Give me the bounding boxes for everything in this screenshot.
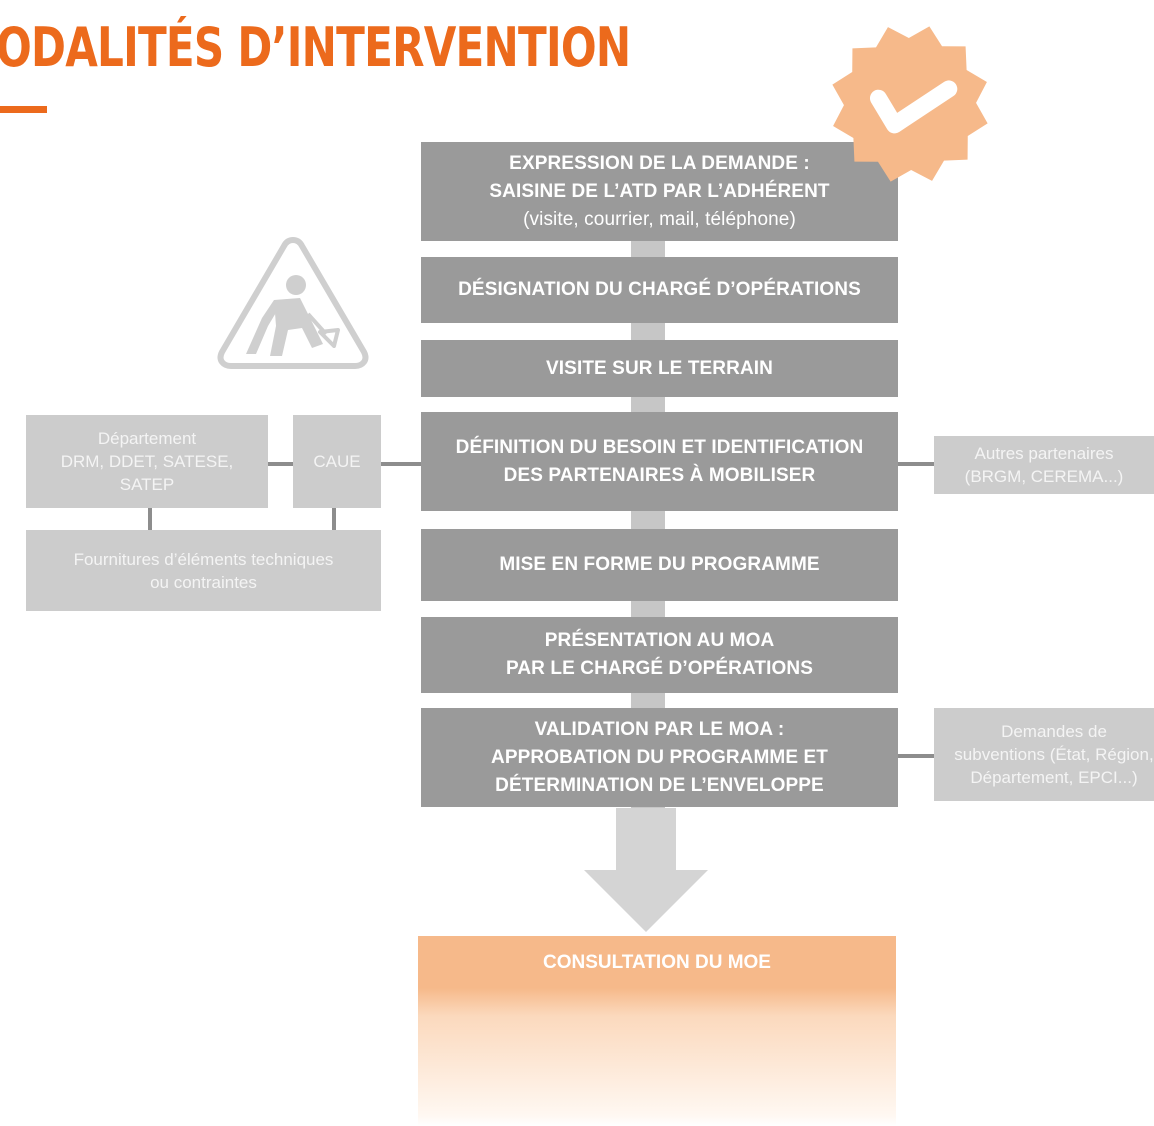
step-visite-label: VISITE SUR LE TERRAIN bbox=[546, 357, 773, 379]
connector-right-subventions bbox=[896, 754, 936, 758]
connector-right-autres bbox=[896, 462, 936, 466]
partner-autres-line2: (BRGM, CEREMA...) bbox=[964, 467, 1124, 486]
connector-dept-caue bbox=[266, 462, 294, 466]
partner-subventions-line2: subventions (État, Région, bbox=[954, 745, 1154, 764]
connector-caue-down bbox=[332, 508, 336, 530]
partner-departement-line3: SATEP bbox=[119, 475, 175, 494]
step-expression: EXPRESSION DE LA DEMANDE : SAISINE DE L’… bbox=[421, 142, 898, 241]
step-designation: DÉSIGNATION DU CHARGÉ D’OPÉRATIONS bbox=[421, 257, 898, 323]
title-underline bbox=[0, 106, 47, 113]
partner-departement: Département DRM, DDET, SATESE, SATEP bbox=[26, 415, 268, 508]
partner-fournitures: Fournitures d’éléments techniques ou con… bbox=[26, 530, 381, 611]
step-consultation: CONSULTATION DU MOE bbox=[418, 936, 896, 1126]
partner-fournitures-line2: ou contraintes bbox=[150, 572, 257, 592]
step-presentation: PRÉSENTATION AU MOA PAR LE CHARGÉ D’OPÉR… bbox=[421, 617, 898, 693]
step-mise-en-forme: MISE EN FORME DU PROGRAMME bbox=[421, 529, 898, 601]
step-expression-line2: SAISINE DE L’ATD PAR L’ADHÉRENT bbox=[489, 180, 830, 202]
step-visite: VISITE SUR LE TERRAIN bbox=[421, 340, 898, 397]
step-validation-line1: VALIDATION PAR LE MOA : bbox=[534, 718, 785, 740]
down-arrow-icon bbox=[584, 808, 708, 932]
partner-caue-label: CAUE bbox=[313, 452, 361, 471]
step-presentation-line1: PRÉSENTATION AU MOA bbox=[544, 630, 775, 651]
step-mise-en-forme-label: MISE EN FORME DU PROGRAMME bbox=[499, 554, 820, 575]
partner-departement-line2: DRM, DDET, SATESE, bbox=[60, 452, 234, 471]
step-expression-line1: EXPRESSION DE LA DEMANDE : bbox=[509, 152, 810, 174]
partner-autres: Autres partenaires (BRGM, CEREMA...) bbox=[934, 436, 1154, 494]
step-definition-line1: DÉFINITION DU BESOIN ET IDENTIFICATION bbox=[455, 436, 864, 458]
step-validation-line2: APPROBATION DU PROGRAMME ET bbox=[491, 746, 828, 768]
partner-autres-line1: Autres partenaires bbox=[974, 444, 1114, 463]
check-badge-icon bbox=[832, 26, 988, 182]
step-definition: DÉFINITION DU BESOIN ET IDENTIFICATION D… bbox=[421, 412, 898, 511]
partner-fournitures-line1: Fournitures d’éléments techniques bbox=[73, 549, 334, 569]
partner-caue: CAUE bbox=[293, 415, 381, 508]
partner-departement-line1: Département bbox=[97, 429, 197, 448]
connector-left bbox=[380, 462, 422, 466]
step-expression-detail: (visite, courrier, mail, téléphone) bbox=[523, 208, 796, 230]
connector-dept-down bbox=[148, 508, 152, 530]
step-designation-label: DÉSIGNATION DU CHARGÉ D’OPÉRATIONS bbox=[458, 279, 861, 300]
step-validation-line3: DÉTERMINATION DE L’ENVELOPPE bbox=[495, 774, 824, 796]
step-definition-line2: DES PARTENAIRES À MOBILISER bbox=[503, 464, 816, 486]
partner-subventions-line3: Département, EPCI...) bbox=[970, 768, 1138, 787]
step-presentation-line2: PAR LE CHARGÉ D’OPÉRATIONS bbox=[506, 658, 813, 679]
roadwork-sign-icon bbox=[217, 237, 369, 369]
step-consultation-label: CONSULTATION DU MOE bbox=[543, 952, 771, 973]
partner-subventions: Demandes de subventions (État, Région, D… bbox=[934, 708, 1154, 801]
step-validation: VALIDATION PAR LE MOA : APPROBATION DU P… bbox=[421, 708, 898, 807]
partner-subventions-line1: Demandes de bbox=[1001, 722, 1107, 741]
page-title: ODALITÉS D’INTERVENTION bbox=[0, 16, 631, 79]
